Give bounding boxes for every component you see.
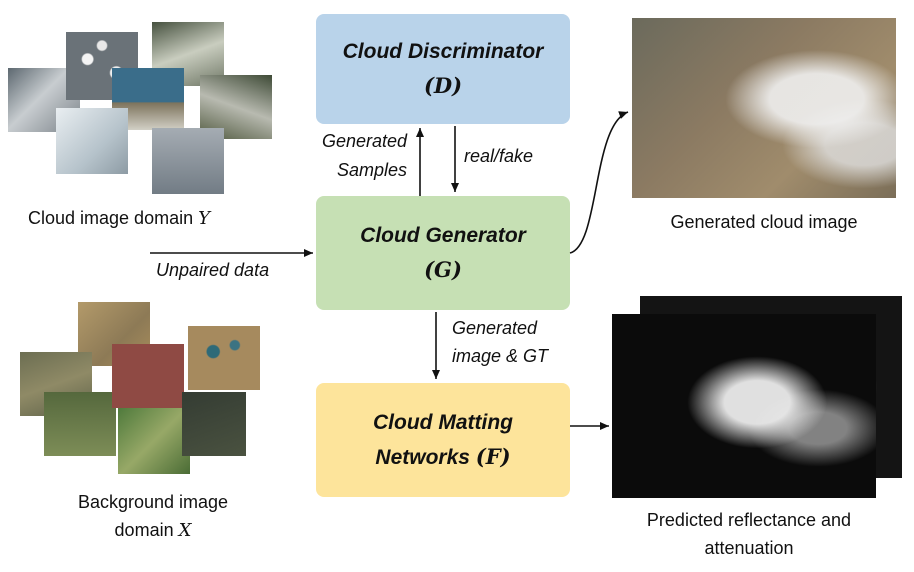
background-tile bbox=[188, 326, 260, 390]
background-tile bbox=[44, 392, 116, 456]
cloud-generator-box: Cloud Generator (G) bbox=[316, 196, 570, 310]
cloud-discriminator-symbol: (D) bbox=[423, 73, 463, 98]
cloud-domain-symbol: Y bbox=[198, 208, 210, 229]
background-domain-symbol: X bbox=[178, 520, 192, 541]
generated-gt-label-2: image & GT bbox=[452, 346, 549, 366]
cloud-discriminator-box: Cloud Discriminator (D) bbox=[316, 14, 570, 124]
background-domain-caption-2: domain X bbox=[58, 520, 248, 541]
predicted-caption-1: Predicted reflectance and bbox=[646, 510, 852, 530]
background-tile bbox=[112, 344, 184, 408]
predicted-caption-2: attenuation bbox=[704, 538, 794, 558]
cloud-generator-title: Cloud Generator bbox=[360, 224, 526, 247]
real-fake-label: real/fake bbox=[464, 146, 534, 166]
predicted-reflectance-image bbox=[612, 314, 876, 498]
cloud-matting-box: Cloud Matting Networks (F) bbox=[316, 383, 570, 497]
background-domain-caption-text: domain bbox=[114, 520, 174, 540]
generated-samples-label-2: Samples bbox=[336, 160, 407, 180]
cloud-domain-caption: Cloud image domain Y bbox=[28, 208, 210, 229]
cloud-generator-symbol: (G) bbox=[424, 257, 462, 282]
unpaired-data-label: Unpaired data bbox=[156, 260, 270, 280]
cloud-discriminator-title: Cloud Discriminator bbox=[342, 40, 544, 63]
background-tile bbox=[182, 392, 246, 456]
cloud-matting-symbol: (F) bbox=[475, 443, 511, 469]
background-domain-caption-1: Background image bbox=[77, 492, 229, 512]
cloud-tile bbox=[56, 108, 128, 174]
generated-samples-label-1: Generated bbox=[321, 131, 407, 151]
cloud-matting-title-line1: Cloud Matting bbox=[373, 410, 513, 434]
generated-cloud-caption: Generated cloud image bbox=[670, 212, 858, 232]
arrow-generator-to-generated-image bbox=[569, 111, 629, 254]
generated-gt-label-1: Generated bbox=[452, 318, 538, 338]
generated-cloud-image bbox=[632, 18, 896, 198]
cloud-matting-title-line2: Networks (F) bbox=[375, 440, 510, 475]
cloud-matting-title-networks: Networks bbox=[375, 445, 470, 469]
cloud-domain-caption-text: Cloud image domain bbox=[28, 208, 194, 228]
background-tile bbox=[118, 408, 190, 474]
cloud-tile bbox=[152, 128, 224, 194]
